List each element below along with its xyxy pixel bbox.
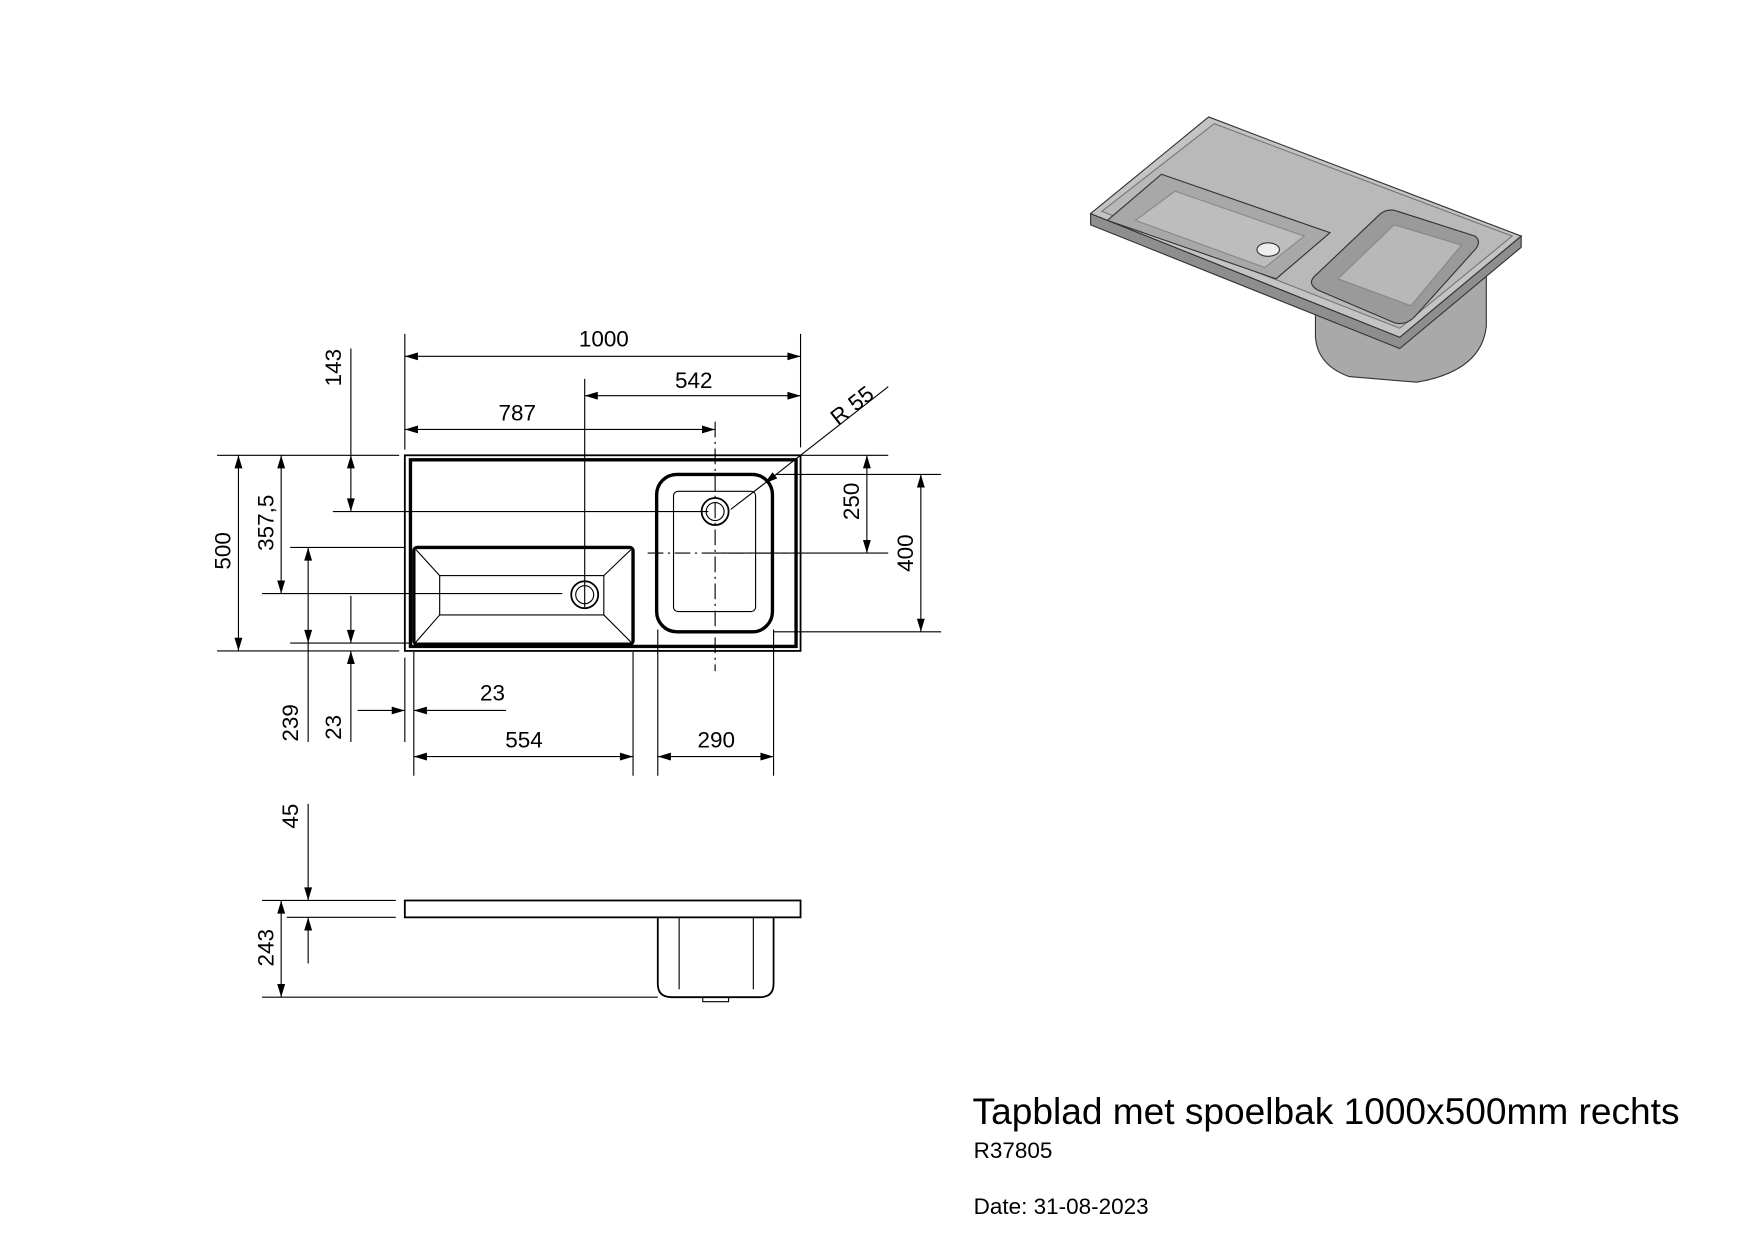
dim-right-basin-to-edge: 542 — [675, 368, 713, 393]
title-block: Tapblad met spoelbak 1000x500mm rechts R… — [973, 1090, 1680, 1219]
dim-right-basin-center: 250 — [839, 483, 864, 521]
dim-right-drain-from-back: 143 — [321, 349, 346, 387]
left-basin — [412, 545, 635, 646]
dim-left-basin-width: 554 — [505, 728, 543, 753]
article-number: R37805 — [974, 1138, 1053, 1163]
3d-render — [1089, 116, 1523, 383]
dim-left-margin: 23 — [480, 680, 505, 705]
dim-total-height: 243 — [253, 929, 278, 966]
dim-left-basin-depth: 239 — [278, 704, 303, 741]
top-view: 1000 542 787 R 55 500 357,5 143 239 23 2… — [211, 326, 942, 776]
drawing-title: Tapblad met spoelbak 1000x500mm rechts — [973, 1090, 1680, 1132]
side-view: 45 243 — [253, 804, 802, 1003]
drawing-date: Date: 31-08-2023 — [974, 1194, 1149, 1219]
dim-radius: R 55 — [826, 381, 879, 430]
dim-overall-width: 1000 — [579, 326, 629, 351]
dim-overall-depth: 500 — [211, 532, 236, 570]
dim-front-margin: 23 — [321, 715, 346, 740]
dim-left-edge-to-drain: 787 — [499, 400, 537, 425]
dim-slab-thickness: 45 — [278, 804, 303, 829]
dim-left-drain-from-back: 357,5 — [253, 495, 278, 551]
dim-right-basin-depth: 400 — [893, 534, 918, 572]
dim-right-basin-width: 290 — [697, 728, 735, 753]
